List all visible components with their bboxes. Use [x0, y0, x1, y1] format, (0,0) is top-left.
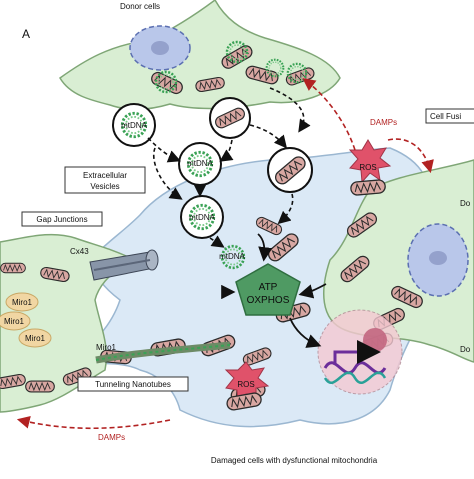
gap-junctions-box: Gap Junctions — [21, 211, 103, 227]
atp-label: ATP — [259, 282, 278, 293]
extracellular-vesicles: mtDNA mtDNA mtDNA mtDNA — [112, 97, 313, 270]
damps-label: DAMPs — [370, 118, 397, 127]
damps-label: DAMPs — [98, 433, 125, 442]
mtdna-label: mtDNA — [121, 121, 147, 130]
gap-junction-channel — [89, 249, 159, 281]
donor-cell-top — [59, 0, 341, 111]
cell-fusion-box: Cell Fusi — [425, 108, 474, 124]
donor-right-label: Do — [460, 199, 471, 208]
ros-label: ROS — [237, 380, 254, 389]
tunneling-nanotubes-box: Tunneling Nanotubes — [77, 376, 189, 392]
miro1-label: Miro1 — [25, 334, 46, 343]
miro1-label: Miro1 — [12, 298, 33, 307]
ros-burst-2: ROS — [224, 361, 270, 412]
panel-label: A — [22, 27, 30, 41]
miro1-label: Miro1 — [4, 317, 25, 326]
caption: Damaged cells with dysfunctional mitocho… — [211, 456, 378, 465]
vesicle-arrows — [147, 87, 311, 248]
miro1-cluster: Miro1 Miro1 Miro1 Miro1 — [0, 292, 117, 352]
donor-right-label: Do — [460, 345, 471, 354]
solid-arrows — [221, 233, 327, 348]
gap-junctions-label: Gap Junctions — [36, 215, 87, 224]
miro1-label: Miro1 — [96, 343, 117, 352]
cx43-label: Cx43 — [70, 247, 89, 256]
oxphos-label: OXPHOS — [247, 295, 290, 306]
ros-burst-1: ROS — [348, 139, 392, 197]
cell-fusion-label: Cell Fusi — [430, 112, 461, 121]
vesicle — [112, 103, 156, 147]
ev-label-line2: Vesicles — [90, 182, 119, 191]
mtdna-label: mtDNA — [219, 252, 245, 261]
donor-cells-label: Donor cells — [120, 2, 160, 11]
ros-label: ROS — [359, 163, 376, 172]
atp-oxphos-pentagon: ATP OXPHOS — [235, 263, 301, 316]
mtdna-label: mtDNA — [189, 213, 215, 222]
damps-arrows — [16, 78, 434, 430]
extracellular-vesicles-box: Extracellular Vesicles — [64, 166, 146, 194]
mtdna-label: mtDNA — [187, 159, 213, 168]
ev-label-line1: Extracellular — [83, 171, 127, 180]
nucleus-dna — [317, 309, 403, 395]
tunneling-nanotubes-label: Tunneling Nanotubes — [95, 380, 171, 389]
tunneling-nanotube — [95, 341, 231, 364]
